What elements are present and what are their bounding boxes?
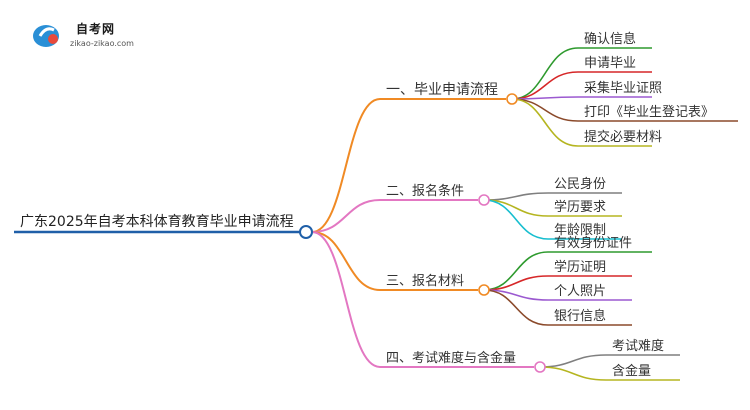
branch-node[interactable] <box>478 284 490 296</box>
leaf-connector <box>511 98 579 122</box>
branch-node[interactable] <box>506 93 518 105</box>
logo-icon <box>33 25 59 47</box>
leaf-connector <box>539 366 607 381</box>
branch-label[interactable]: 二、报名条件 <box>386 183 464 199</box>
branch-connector <box>311 231 381 368</box>
leaf-connector <box>511 47 579 100</box>
branch-connector <box>311 231 381 291</box>
leaf-label[interactable]: 学历要求 <box>554 199 606 215</box>
leaf-label[interactable]: 有效身份证件 <box>554 235 632 251</box>
branch-connector <box>311 98 381 233</box>
leaf-connector <box>483 192 549 201</box>
leaf-label[interactable]: 个人照片 <box>554 284 606 299</box>
leaf-label[interactable]: 银行信息 <box>554 308 606 324</box>
leaf-label[interactable]: 打印《毕业生登记表》 <box>584 105 714 120</box>
leaf-connector <box>539 354 607 368</box>
branch-node[interactable] <box>478 194 490 206</box>
leaf-connector <box>483 251 549 291</box>
leaf-label[interactable]: 年龄限制 <box>554 223 606 238</box>
leaf-label[interactable]: 考试难度 <box>612 338 664 354</box>
logo-url: zikao-zikao.com <box>70 39 134 48</box>
logo-title: 自考网 <box>76 22 116 36</box>
leaf-connector <box>483 199 549 240</box>
leaf-connector <box>483 199 549 217</box>
branch-label[interactable]: 四、考试难度与含金量 <box>386 350 516 366</box>
leaf-label[interactable]: 含金量 <box>612 363 651 379</box>
root-label[interactable]: 广东2025年自考本科体育教育毕业申请流程 <box>20 214 294 230</box>
branch-node[interactable] <box>534 361 546 373</box>
branch-connector <box>311 199 381 233</box>
leaf-label[interactable]: 学历证明 <box>554 259 606 275</box>
root-node[interactable] <box>299 225 313 239</box>
leaf-connector <box>483 289 549 326</box>
leaf-connector <box>511 71 579 100</box>
site-logo[interactable]: 自考网 zikao-zikao.com <box>30 18 150 54</box>
branch-label[interactable]: 三、报名材料 <box>386 273 464 289</box>
leaf-label[interactable]: 采集毕业证照 <box>584 80 662 96</box>
leaf-label[interactable]: 申请毕业 <box>584 56 636 71</box>
leaf-label[interactable]: 确认信息 <box>584 31 636 47</box>
leaf-label[interactable]: 提交必要材料 <box>584 129 662 145</box>
branch-label[interactable]: 一、毕业申请流程 <box>386 82 498 98</box>
leaf-connector <box>511 98 579 147</box>
leaf-label[interactable]: 公民身份 <box>554 176 606 192</box>
